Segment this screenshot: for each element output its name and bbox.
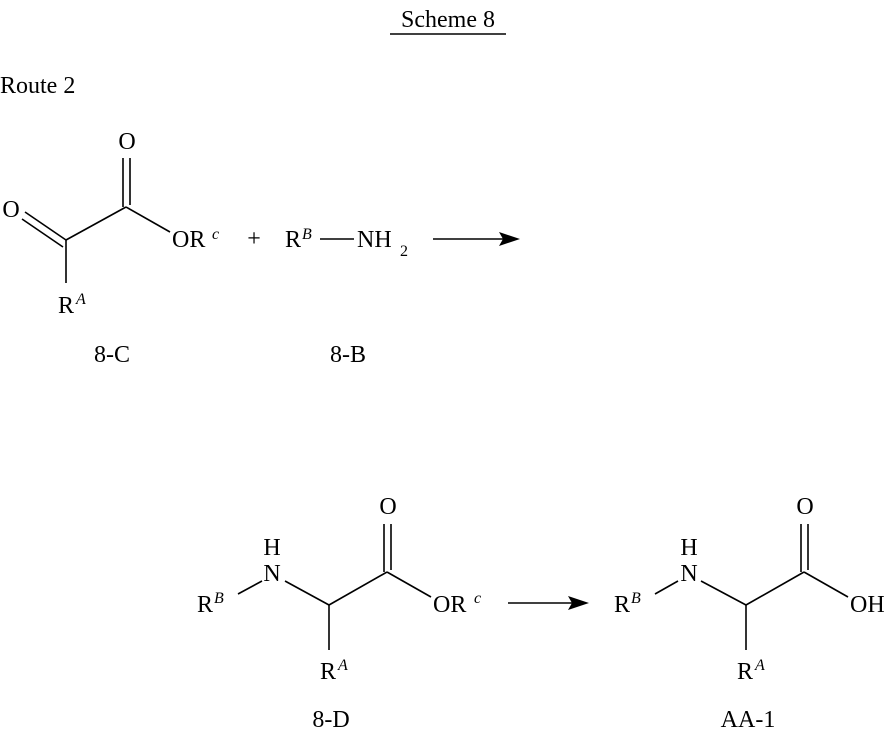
compound-label-aa1: AA-1 — [721, 707, 776, 729]
bond — [386, 571, 432, 598]
atom-label-r: R — [320, 659, 336, 685]
atom-label-r: R — [58, 293, 74, 319]
atom-label-nh: NH — [357, 227, 392, 253]
bond — [328, 571, 388, 606]
superscript-b: B — [302, 226, 312, 243]
atom-label-n: N — [680, 561, 697, 587]
compound-8d-structure: R B H N O OR c R A — [197, 494, 481, 685]
bond — [21, 218, 64, 248]
reaction-arrow-1 — [433, 232, 520, 246]
bond — [65, 206, 127, 241]
atom-label-r: R — [737, 659, 753, 685]
scheme-title: Scheme 8 — [401, 7, 495, 33]
compound-8c-structure: O O OR c R A — [2, 129, 219, 319]
compound-label-8b: 8-B — [330, 342, 366, 368]
bond — [125, 206, 171, 233]
superscript-b: B — [631, 590, 641, 607]
bond — [24, 211, 67, 241]
atom-label-or: OR — [172, 227, 205, 253]
compound-label-8d: 8-D — [312, 707, 349, 729]
atom-label-o: O — [2, 197, 19, 223]
superscript-a: A — [754, 657, 765, 674]
atom-label-r: R — [614, 592, 630, 618]
compound-8b-structure: R B NH 2 — [285, 226, 408, 260]
bond — [237, 580, 263, 595]
atom-label-n: N — [263, 561, 280, 587]
atom-label-o: O — [379, 494, 396, 520]
bond — [745, 571, 805, 606]
superscript-a: A — [75, 291, 86, 308]
superscript-a: A — [337, 657, 348, 674]
compound-label-8c: 8-C — [94, 342, 130, 368]
subscript-2: 2 — [400, 243, 408, 260]
atom-label-h: H — [263, 535, 280, 561]
route-label: Route 2 — [0, 73, 75, 99]
atom-label-h: H — [680, 535, 697, 561]
atom-label-o: O — [118, 129, 135, 155]
atom-label-r: R — [285, 227, 301, 253]
compound-aa1-structure: R B H N O OH R A — [614, 494, 885, 685]
atom-label-r: R — [197, 592, 213, 618]
superscript-b: B — [214, 590, 224, 607]
superscript-c: c — [212, 226, 219, 243]
reaction-arrow-2 — [508, 596, 589, 610]
atom-label-oh: OH — [850, 592, 885, 618]
plus-sign: + — [247, 226, 261, 252]
bond — [284, 580, 330, 606]
atom-label-o: O — [796, 494, 813, 520]
superscript-c: c — [474, 590, 481, 607]
bond — [654, 580, 679, 595]
atom-label-or: OR — [433, 592, 466, 618]
bond — [700, 580, 747, 606]
bond — [803, 571, 849, 598]
